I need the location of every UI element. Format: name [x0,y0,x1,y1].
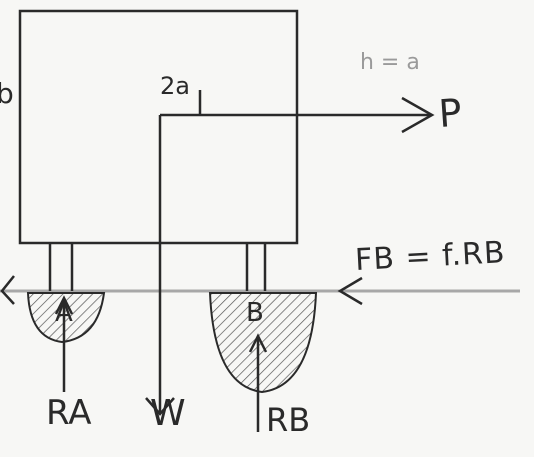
reaction-a-arrow [54,295,74,392]
force-p-arrow [160,96,435,134]
support-b-label: B [246,298,264,328]
reaction-b-label: RB [266,401,311,439]
left-edge-label: b [0,77,14,110]
height-ratio-label: h = a [360,50,420,75]
leg-a [48,243,74,291]
support-a-label: A [55,298,73,328]
weight-arrow [145,115,175,416]
leg-b [245,243,267,291]
friction-a-arrow [0,275,15,305]
friction-b-label: FB = f.RB [354,235,507,278]
height-label: 2a [160,72,190,100]
reaction-b-arrow [248,333,268,432]
reaction-a-label: RA [46,393,92,433]
friction-b-arrow [337,276,363,306]
contact-area-a [26,292,106,344]
weight-label: W [150,393,186,434]
contact-area-b [208,292,318,394]
block-body [18,9,299,245]
force-p-label: P [437,90,464,136]
